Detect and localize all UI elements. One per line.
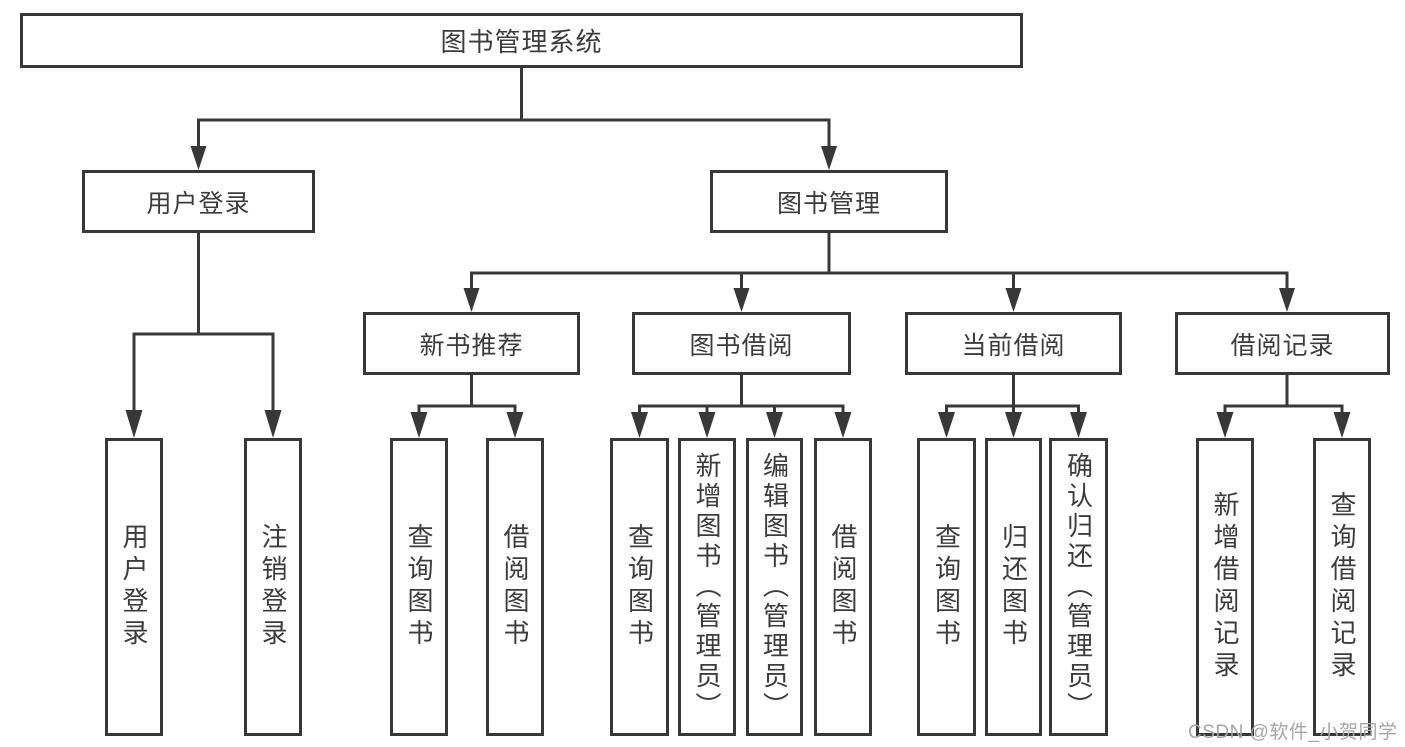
leaf-user-login: 用户登录 — [105, 438, 163, 736]
leaf-confirm-return-admin: 确认归还（管理员） — [1049, 438, 1108, 736]
leaf-query-borrow-record: 查询借阅记录 — [1313, 438, 1371, 736]
node-current-borrowing: 当前借阅 — [905, 312, 1122, 375]
leaf-borrow-books: 借阅图书 — [814, 438, 872, 736]
leaf-query-books-current: 查询图书 — [917, 438, 976, 736]
leaf-query-books-recommend: 查询图书 — [390, 438, 448, 736]
node-borrowing-records: 借阅记录 — [1175, 312, 1390, 375]
node-user-login: 用户登录 — [82, 170, 315, 233]
node-book-borrowing: 图书借阅 — [632, 312, 851, 375]
leaf-logout: 注销登录 — [244, 438, 302, 736]
leaf-query-books-borrow: 查询图书 — [610, 438, 669, 736]
node-new-book-recommend: 新书推荐 — [363, 312, 580, 375]
leaf-borrow-books-recommend: 借阅图书 — [486, 438, 544, 736]
leaf-edit-books-admin: 编辑图书（管理员） — [746, 438, 803, 736]
leaf-return-books: 归还图书 — [985, 438, 1042, 736]
leaf-add-borrow-record: 新增借阅记录 — [1196, 438, 1254, 736]
node-library-management-system: 图书管理系统 — [20, 13, 1023, 68]
node-book-management: 图书管理 — [710, 170, 948, 233]
leaf-add-books-admin: 新增图书（管理员） — [678, 438, 736, 736]
csdn-watermark: CSDN @软件_小贺同学 — [1188, 722, 1398, 743]
